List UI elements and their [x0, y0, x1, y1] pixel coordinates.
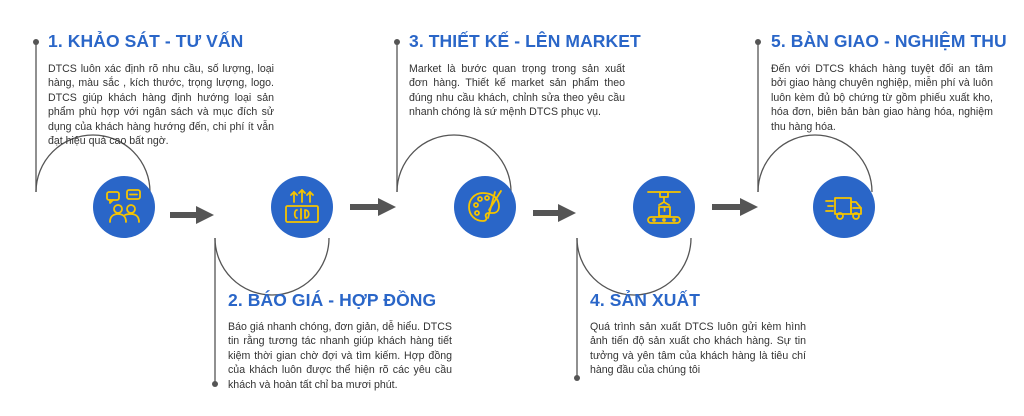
step-5-description: Đến với DTCS khách hàng tuyệt đối an tâm…	[771, 63, 993, 133]
arc-3	[396, 134, 512, 193]
leader-dot-5	[755, 39, 761, 45]
delivery-truck-icon	[825, 197, 862, 220]
arc-1	[35, 134, 151, 193]
leader-dot-2	[212, 381, 218, 387]
step-4-node	[633, 176, 695, 238]
step-2-node	[271, 176, 333, 238]
leader-dot-3	[394, 39, 400, 45]
consultation-icon	[106, 189, 141, 223]
arc-4	[576, 237, 692, 296]
leader-dot-1	[33, 39, 39, 45]
step-1-title: 1. KHẢO SÁT - TƯ VẤN	[48, 31, 244, 51]
arc-5	[757, 134, 873, 193]
step-1-node	[93, 176, 155, 238]
step-5-title: 5. BÀN GIAO - NGHIỆM THU	[771, 31, 1007, 51]
palette-icon	[468, 190, 502, 222]
step-2-description: Báo giá nhanh chóng, đơn giản, dễ hiểu. …	[228, 321, 452, 391]
money-growth-icon	[285, 189, 319, 223]
step-2-title: 2. BÁO GIÁ - HỢP ĐỒNG	[228, 290, 437, 310]
step-3-title: 3. THIẾT KẾ - LÊN MARKET	[409, 31, 641, 51]
step-5-node	[813, 176, 875, 238]
step-4-title: 4. SẢN XUẤT	[590, 290, 701, 310]
step-4-description: Quá trình sản xuất DTCS luôn gửi kèm hìn…	[590, 321, 806, 377]
step-3-node	[454, 176, 516, 238]
leader-dot-4	[574, 375, 580, 381]
step-1-description: DTCS luôn xác định rõ nhu cầu, số lượng,…	[48, 63, 274, 148]
conveyor-icon	[647, 191, 681, 224]
step-3-description: Market là bước quan trọng trong sản xuất…	[409, 63, 625, 119]
arc-2	[214, 237, 330, 296]
